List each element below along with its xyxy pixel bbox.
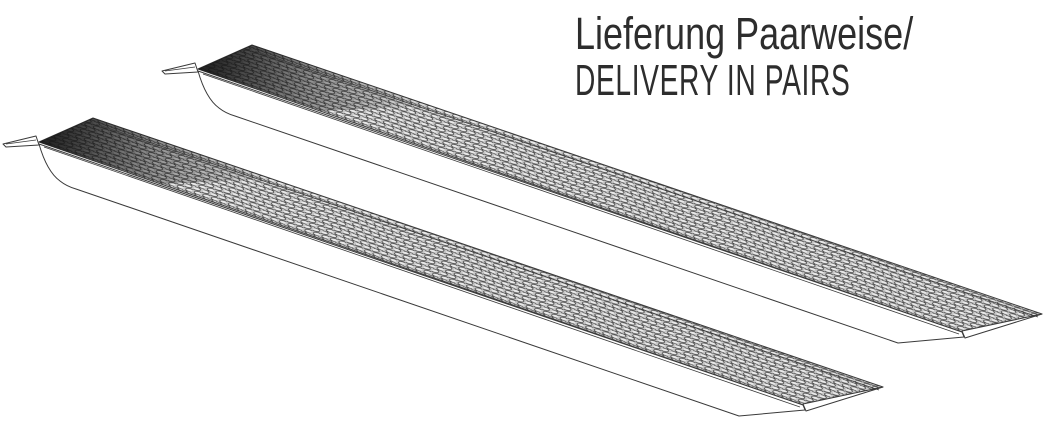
caption-line-english: DELIVERY IN PAIRS <box>575 56 851 105</box>
caption-block: Lieferung Paarweise/ DELIVERY IN PAIRS <box>575 10 1005 104</box>
caption-line-german: Lieferung Paarweise/ <box>575 8 914 59</box>
